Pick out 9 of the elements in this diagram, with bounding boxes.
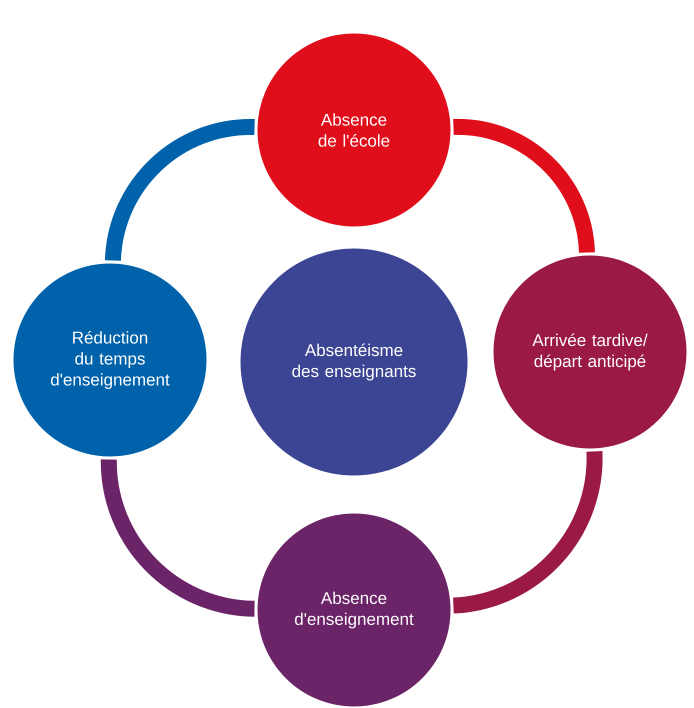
circle-node: Absence de l'école [254,30,454,230]
ring-arc [100,459,256,617]
circle-node: Absentéisme des enseignants [238,246,470,478]
circle-node: Arrivée tardive/ départ anticipé [490,252,690,452]
ring-arc [453,118,595,254]
circle-node: Réduction du temps d'enseignement [10,260,210,460]
circle-node: Absence d'enseignement [254,510,454,708]
ring-arc [452,451,602,614]
ring-arc [104,119,255,262]
